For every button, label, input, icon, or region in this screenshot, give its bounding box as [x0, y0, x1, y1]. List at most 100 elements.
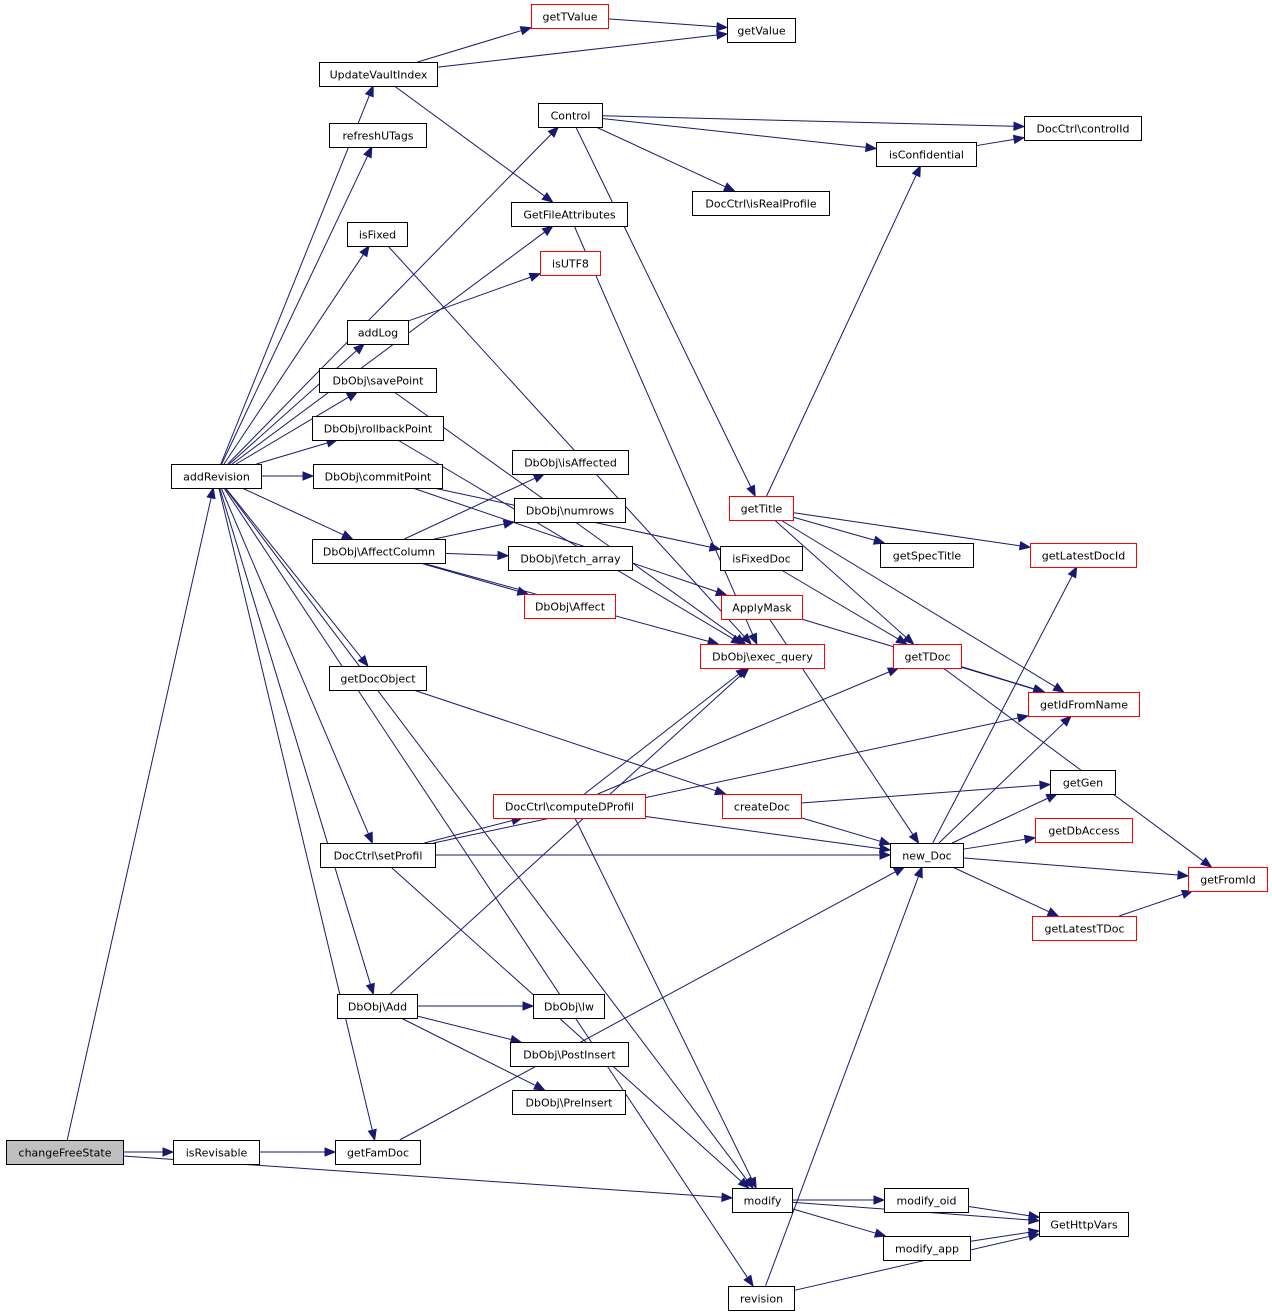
- node-DbObj_lw[interactable]: DbObj\lw: [533, 994, 605, 1019]
- node-isRevisable[interactable]: isRevisable: [173, 1140, 260, 1165]
- node-box[interactable]: [312, 416, 444, 441]
- node-box[interactable]: [320, 843, 436, 868]
- node-box[interactable]: [512, 450, 629, 475]
- node-addLog[interactable]: addLog: [347, 320, 409, 345]
- node-box[interactable]: [538, 103, 603, 128]
- node-DocCtrl_isRealProfile[interactable]: DocCtrl\isRealProfile: [692, 191, 830, 216]
- node-box[interactable]: [329, 123, 427, 148]
- node-isFixed[interactable]: isFixed: [347, 222, 408, 247]
- node-box[interactable]: [508, 546, 633, 571]
- node-box[interactable]: [722, 794, 802, 819]
- node-box[interactable]: [890, 843, 964, 868]
- node-getValue[interactable]: getValue: [727, 18, 796, 43]
- node-getFamDoc[interactable]: getFamDoc: [335, 1140, 421, 1165]
- node-box[interactable]: [6, 1140, 124, 1165]
- node-box[interactable]: [880, 543, 974, 568]
- node-getTValue[interactable]: getTValue: [531, 4, 609, 29]
- node-box[interactable]: [1050, 770, 1116, 795]
- node-DbObj_isAffected[interactable]: DbObj\isAffected: [512, 450, 629, 475]
- node-box[interactable]: [727, 18, 796, 43]
- node-getIdFromName[interactable]: getIdFromName: [1028, 692, 1140, 717]
- node-box[interactable]: [728, 1286, 795, 1311]
- node-box[interactable]: [700, 644, 825, 669]
- node-box[interactable]: [512, 1090, 626, 1115]
- node-DocCtrl_setProfil[interactable]: DocCtrl\setProfil: [320, 843, 436, 868]
- node-box[interactable]: [312, 539, 446, 564]
- node-DbObj_rollbackPoint[interactable]: DbObj\rollbackPoint: [312, 416, 444, 441]
- node-GetHttpVars[interactable]: GetHttpVars: [1039, 1212, 1129, 1237]
- node-box[interactable]: [514, 498, 626, 523]
- node-box[interactable]: [732, 1188, 793, 1213]
- node-isConfidential[interactable]: isConfidential: [876, 142, 977, 167]
- node-GetFileAttributes[interactable]: GetFileAttributes: [511, 202, 628, 227]
- node-Control[interactable]: Control: [538, 103, 603, 128]
- node-modify_oid[interactable]: modify_oid: [884, 1188, 969, 1213]
- node-modify[interactable]: modify: [732, 1188, 793, 1213]
- node-box[interactable]: [319, 368, 437, 393]
- node-box[interactable]: [335, 1140, 421, 1165]
- node-getDbAccess[interactable]: getDbAccess: [1035, 818, 1133, 843]
- node-addRevision[interactable]: addRevision: [171, 464, 262, 489]
- node-box[interactable]: [493, 794, 646, 819]
- node-box[interactable]: [1032, 916, 1137, 941]
- node-box[interactable]: [337, 994, 418, 1019]
- node-revision[interactable]: revision: [728, 1286, 795, 1311]
- node-box[interactable]: [1030, 543, 1137, 568]
- node-DocCtrl_controlId[interactable]: DocCtrl\controlId: [1024, 116, 1142, 141]
- node-getLatestTDoc[interactable]: getLatestTDoc: [1032, 916, 1137, 941]
- node-DbObj_PreInsert[interactable]: DbObj\PreInsert: [512, 1090, 626, 1115]
- node-box[interactable]: [1028, 692, 1140, 717]
- node-DbObj_Affect[interactable]: DbObj\Affect: [524, 594, 616, 619]
- node-box[interactable]: [1024, 116, 1142, 141]
- node-box[interactable]: [721, 595, 803, 620]
- node-box[interactable]: [319, 62, 438, 87]
- node-getTDoc[interactable]: getTDoc: [893, 644, 962, 669]
- node-new_Doc[interactable]: new_Doc: [890, 843, 964, 868]
- node-getTitle[interactable]: getTitle: [729, 496, 794, 521]
- node-isFixedDoc[interactable]: isFixedDoc: [720, 546, 803, 571]
- node-box[interactable]: [1035, 818, 1133, 843]
- node-box[interactable]: [729, 496, 794, 521]
- node-box[interactable]: [884, 1188, 969, 1213]
- node-box[interactable]: [1188, 867, 1268, 892]
- node-getDocObject[interactable]: getDocObject: [329, 666, 427, 691]
- node-createDoc[interactable]: createDoc: [722, 794, 802, 819]
- node-box[interactable]: [511, 202, 628, 227]
- node-box[interactable]: [510, 1042, 629, 1067]
- node-box[interactable]: [876, 142, 977, 167]
- node-getLatestDocId[interactable]: getLatestDocId: [1030, 543, 1137, 568]
- node-box[interactable]: [893, 644, 962, 669]
- node-getFromId[interactable]: getFromId: [1188, 867, 1268, 892]
- node-DbObj_exec_query[interactable]: DbObj\exec_query: [700, 644, 825, 669]
- node-box[interactable]: [524, 594, 616, 619]
- node-box[interactable]: [1039, 1212, 1129, 1237]
- node-getGen[interactable]: getGen: [1050, 770, 1116, 795]
- node-isUTF8[interactable]: isUTF8: [540, 251, 601, 276]
- node-DocCtrl_computeDProfil[interactable]: DocCtrl\computeDProfil: [493, 794, 646, 819]
- node-box[interactable]: [533, 994, 605, 1019]
- node-box[interactable]: [540, 251, 601, 276]
- node-DbObj_Add[interactable]: DbObj\Add: [337, 994, 418, 1019]
- node-box[interactable]: [883, 1236, 971, 1261]
- node-DbObj_numrows[interactable]: DbObj\numrows: [514, 498, 626, 523]
- node-box[interactable]: [347, 222, 408, 247]
- node-DbObj_AffectColumn[interactable]: DbObj\AffectColumn: [312, 539, 446, 564]
- node-ApplyMask[interactable]: ApplyMask: [721, 595, 803, 620]
- node-getSpecTitle[interactable]: getSpecTitle: [880, 543, 974, 568]
- node-box[interactable]: [171, 464, 262, 489]
- node-DbObj_savePoint[interactable]: DbObj\savePoint: [319, 368, 437, 393]
- node-box[interactable]: [531, 4, 609, 29]
- node-box[interactable]: [329, 666, 427, 691]
- node-box[interactable]: [692, 191, 830, 216]
- node-DbObj_commitPoint[interactable]: DbObj\commitPoint: [313, 464, 443, 489]
- node-refreshUTags[interactable]: refreshUTags: [329, 123, 427, 148]
- node-UpdateVaultIndex[interactable]: UpdateVaultIndex: [319, 62, 438, 87]
- node-DbObj_fetch_array[interactable]: DbObj\fetch_array: [508, 546, 633, 571]
- node-box[interactable]: [347, 320, 409, 345]
- node-changeFreeState[interactable]: changeFreeState: [6, 1140, 124, 1165]
- node-box[interactable]: [720, 546, 803, 571]
- node-box[interactable]: [313, 464, 443, 489]
- node-DbObj_PostInsert[interactable]: DbObj\PostInsert: [510, 1042, 629, 1067]
- node-box[interactable]: [173, 1140, 260, 1165]
- node-modify_app[interactable]: modify_app: [883, 1236, 971, 1261]
